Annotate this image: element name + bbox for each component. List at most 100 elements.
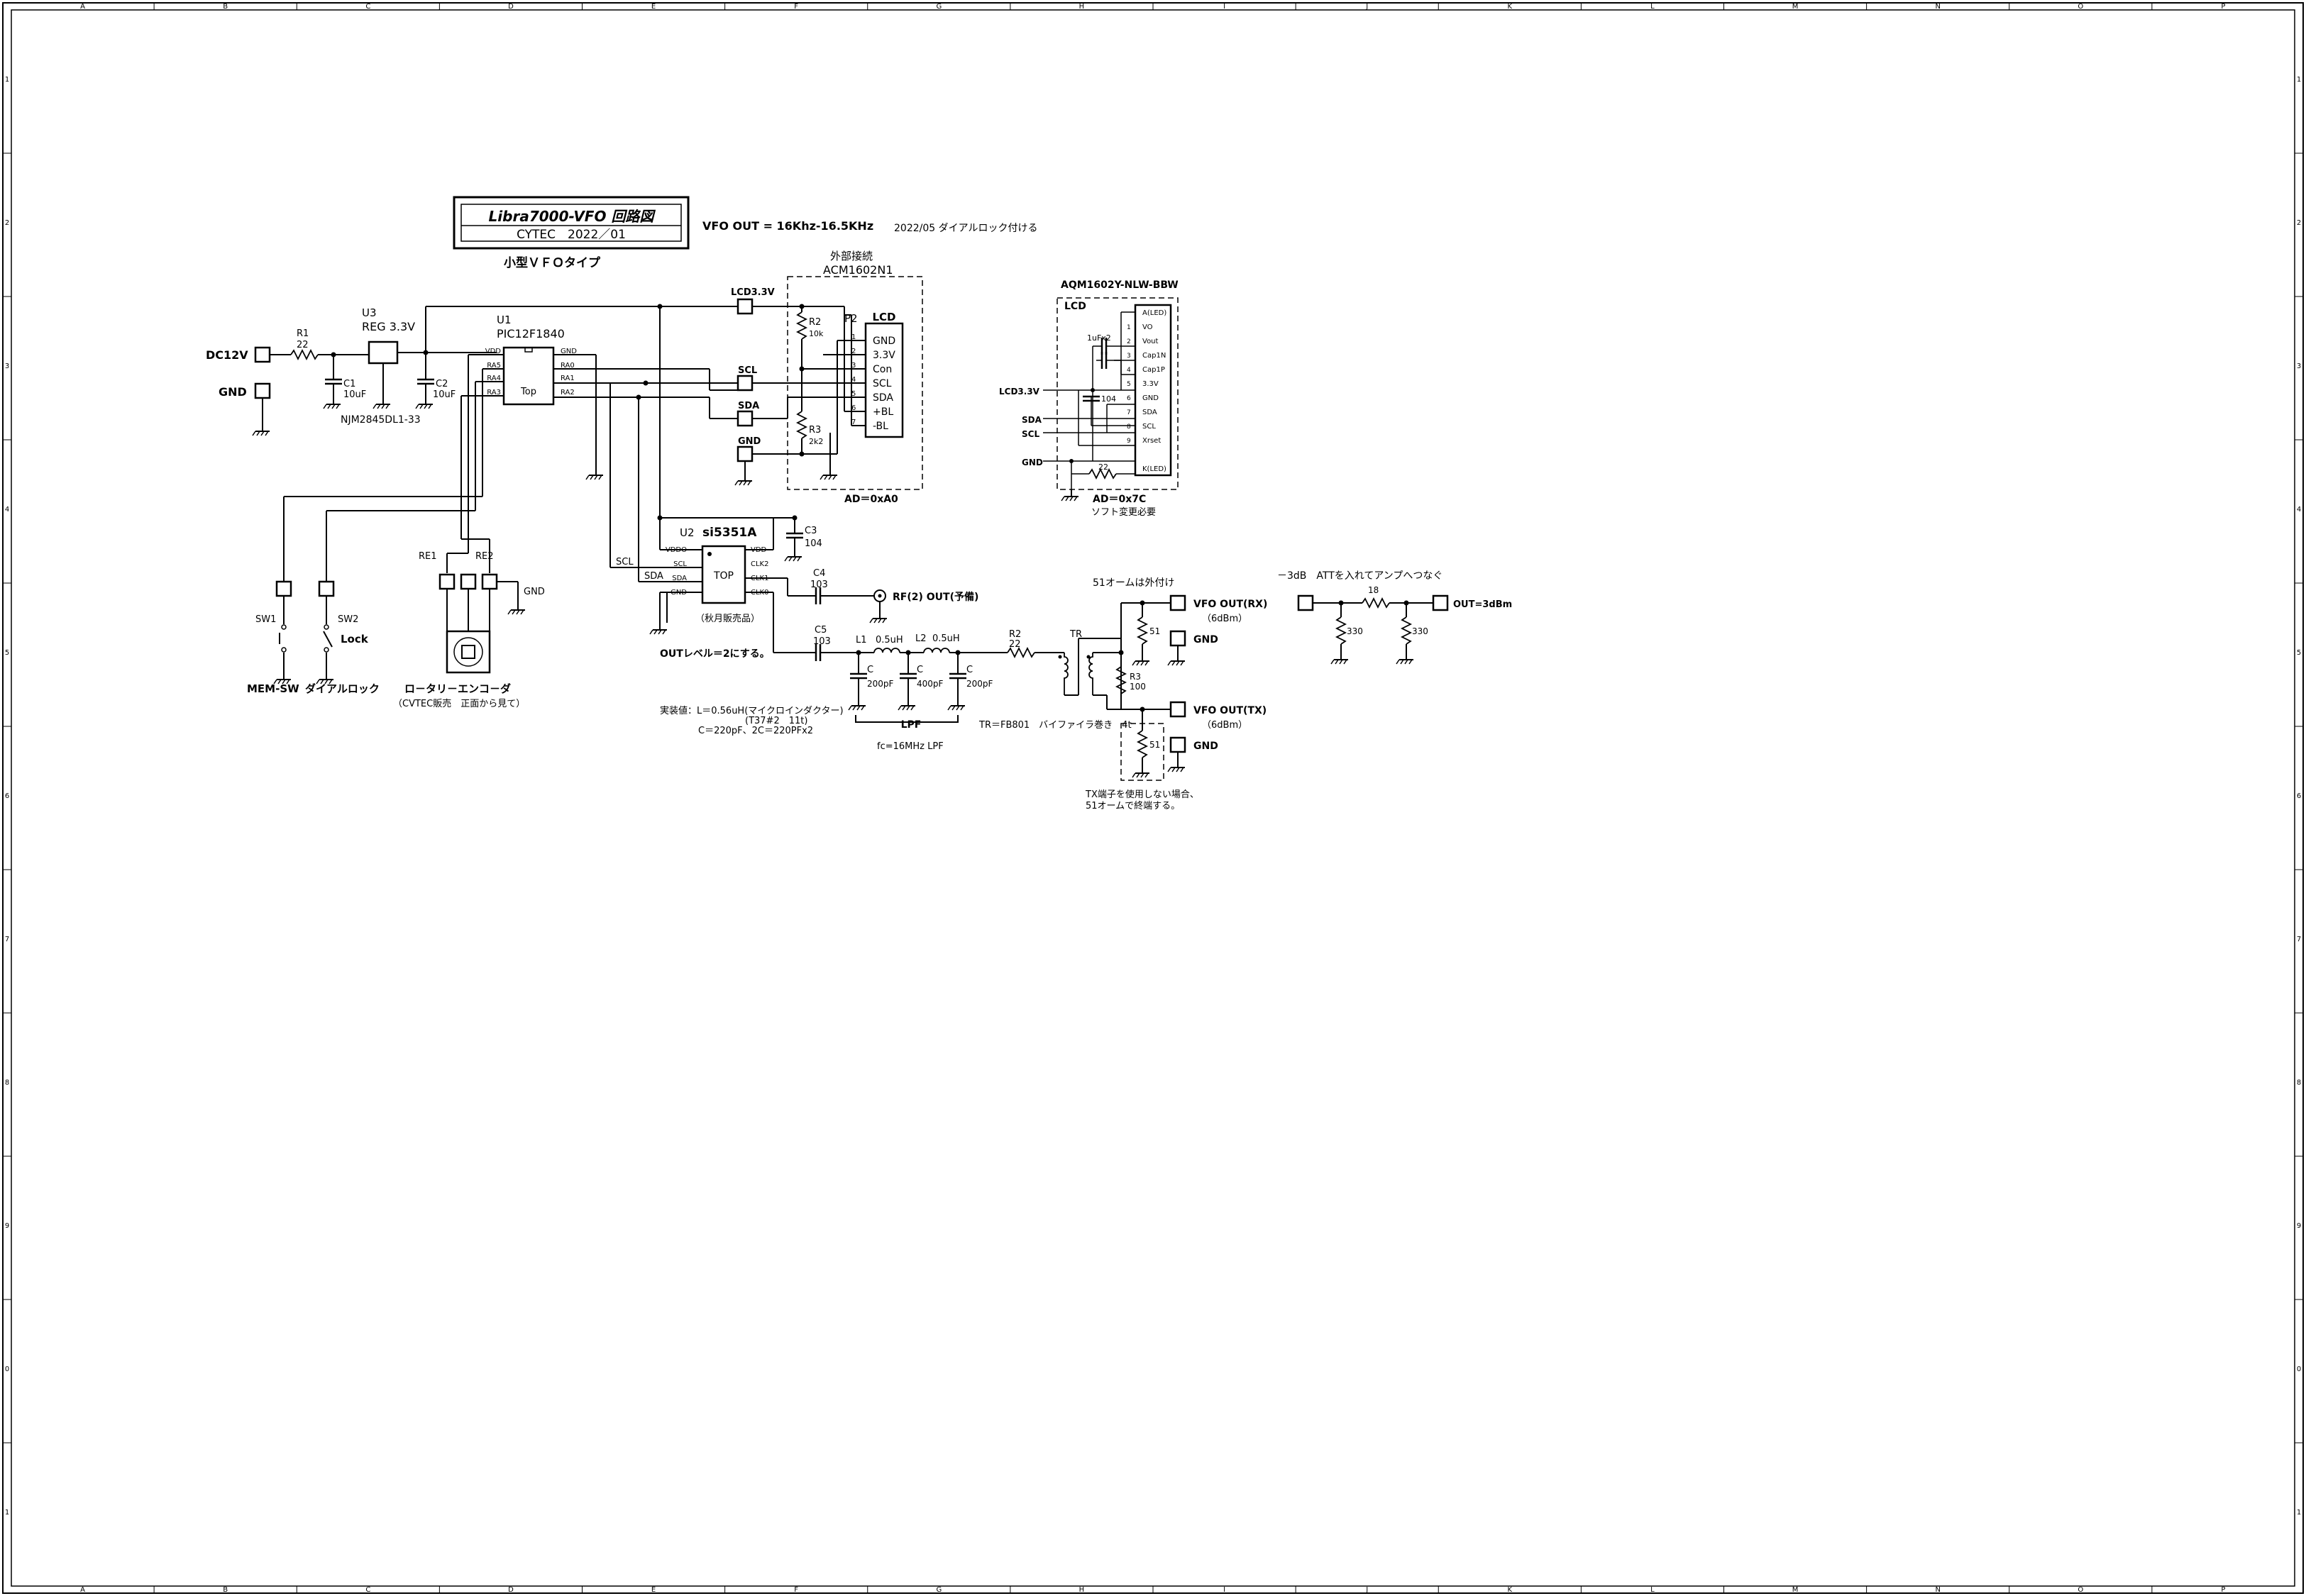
- resistor-r1: [290, 350, 319, 360]
- frame-col-label: E: [651, 1586, 656, 1594]
- c1-val: 10uF: [343, 389, 366, 400]
- lcd1-pin-number: 1: [851, 333, 856, 341]
- frame-col-label: L: [1650, 3, 1655, 11]
- u1-pin-gnd: GND: [561, 348, 577, 355]
- u2-pin-sda: SDA: [672, 575, 687, 582]
- vfo-rx-dbm: （6dBm）: [1202, 614, 1247, 624]
- lcd1-pin-number: 5: [851, 390, 856, 398]
- sw1-ref: SW1: [255, 614, 276, 625]
- frame-col-label: B: [223, 3, 228, 11]
- vfo-tx-dbm: （6dBm）: [1202, 720, 1247, 731]
- cb-ref: C: [917, 665, 923, 675]
- frame-row-label: 6: [5, 792, 9, 800]
- u1-pin-ra0: RA0: [561, 362, 575, 370]
- terminal-gnd-power: [254, 382, 271, 399]
- resistor-51-rx: [1137, 616, 1147, 645]
- r2o-val: 22: [1009, 639, 1021, 650]
- lcd1-pin-label: -BL: [873, 421, 888, 432]
- u2-pin-clk2: CLK2: [751, 560, 768, 568]
- title-block: Libra7000-VFO 回路図 CYTEC 2022／01 小型ＶＦＯタイプ…: [453, 196, 1037, 270]
- gnd-rx: GND: [1193, 634, 1218, 645]
- lcd1-section: 外部接続 ACM1602N1 P2 LCD GND13.3V2Con3SCL4S…: [731, 250, 923, 505]
- frame-col-label: P: [2221, 1586, 2225, 1594]
- terminal-gnd-lcd1: [737, 445, 754, 462]
- r3o-ref: R3: [1130, 672, 1141, 682]
- lcd1-model: ACM1602N1: [823, 263, 893, 277]
- lcd2-model: AQM1602Y-NLW-BBW: [1061, 279, 1179, 291]
- frame-row-label: 7: [5, 936, 9, 943]
- lcd1-pin-label: GND: [873, 336, 895, 347]
- l2-ref: L2: [915, 633, 927, 644]
- c1-ref: C1: [343, 379, 355, 389]
- u1-pin-ra4: RA4: [487, 375, 501, 382]
- gnd-tx: GND: [1193, 741, 1218, 752]
- ground-symbol: [848, 698, 866, 711]
- frame-row-label: 0: [2297, 1365, 2301, 1373]
- ground-symbol: [585, 467, 604, 480]
- lcd1-gnd: GND: [738, 436, 761, 447]
- title-main: Libra7000-VFO 回路図: [489, 208, 656, 225]
- ground-symbol: [947, 698, 966, 711]
- ground-symbol: [323, 397, 341, 409]
- r51-rx: 51: [1149, 626, 1160, 636]
- terminal-gnd-rx: [1169, 630, 1186, 647]
- lcd2-pin-number: 9: [1127, 438, 1131, 445]
- r3o-val: 100: [1130, 682, 1146, 692]
- frame-col-label: O: [2078, 1586, 2083, 1594]
- r2-ref: R2: [809, 317, 821, 328]
- capacitor-c3: [785, 532, 805, 539]
- lcd1-title: LCD: [872, 311, 895, 323]
- frame-col-label: M: [1792, 3, 1799, 11]
- out-level: OUTレベル＝2にする。: [660, 648, 770, 660]
- lcd2-pin-number: 4: [1127, 367, 1131, 374]
- lcd1-pin-number: 7: [851, 419, 856, 426]
- terminal-dc12v: [254, 346, 271, 363]
- ground-symbol: [415, 397, 434, 409]
- att-note: －3dB ATTを入れてアンプへつなぐ: [1277, 570, 1442, 582]
- cc-val: 200pF: [966, 679, 993, 689]
- lcd2-scl: SCL: [1022, 429, 1039, 439]
- lcd2-pin-number: 6: [1127, 395, 1131, 402]
- lcd2-addr: AD＝0x7C: [1093, 494, 1146, 505]
- capacitor-c-c: [948, 672, 968, 680]
- lcd2-pin-number: 7: [1127, 409, 1131, 416]
- u3-name: REG 3.3V: [362, 320, 415, 333]
- lcd1-pin-label: 3.3V: [873, 350, 895, 361]
- frame-row-label: 8: [5, 1079, 9, 1087]
- lcd2-sda: SDA: [1022, 415, 1042, 425]
- frame-row-label: 1: [5, 76, 9, 84]
- frame-col-label: D: [508, 1586, 514, 1594]
- frame-col-label: C: [365, 3, 370, 11]
- frame-col-label: I: [1223, 1586, 1225, 1594]
- frame-row-label: 2: [5, 219, 9, 227]
- lcd1-pin-number: 2: [851, 348, 856, 355]
- tr-label: TR: [1069, 629, 1082, 640]
- terminal-att-in: [1297, 594, 1314, 611]
- u1-ref: U1: [497, 314, 512, 326]
- frame-row-label: 2: [2297, 219, 2301, 227]
- frame-row-label: 8: [2297, 1079, 2301, 1087]
- frame-col-label: E: [651, 3, 656, 11]
- u1-pin-ra1: RA1: [561, 375, 575, 382]
- frame-col-label: J: [1365, 3, 1368, 11]
- label-gnd-power: GND: [219, 385, 247, 399]
- frame-col-label: M: [1792, 1586, 1799, 1594]
- lcd2-soft: ソフト変更必要: [1091, 506, 1156, 518]
- frame-col-label: G: [936, 1586, 942, 1594]
- lcd2-pin-label: Cap1N: [1142, 352, 1166, 360]
- lcd1-addr: AD＝0xA0: [844, 494, 898, 505]
- c4-ref: C4: [813, 568, 825, 579]
- vfo-rx: VFO OUT(RX): [1193, 599, 1267, 610]
- ground-symbol: [820, 467, 838, 480]
- u2-ref: U2: [680, 526, 695, 539]
- terminal-gnd-tx: [1169, 736, 1186, 753]
- lpf-section: C5 103 L1 0.5uH L2 0.5uH C 200pF C 400pF…: [660, 625, 1132, 752]
- ground-symbol: [1061, 489, 1079, 501]
- resistor-18: [1362, 598, 1390, 608]
- resistor-r3: [797, 411, 807, 439]
- capacitor-c-a: [849, 672, 868, 680]
- ground-symbol: [898, 698, 916, 711]
- lcd1-ext: 外部接続: [830, 250, 873, 262]
- lcd2-pin-label: SDA: [1142, 409, 1157, 416]
